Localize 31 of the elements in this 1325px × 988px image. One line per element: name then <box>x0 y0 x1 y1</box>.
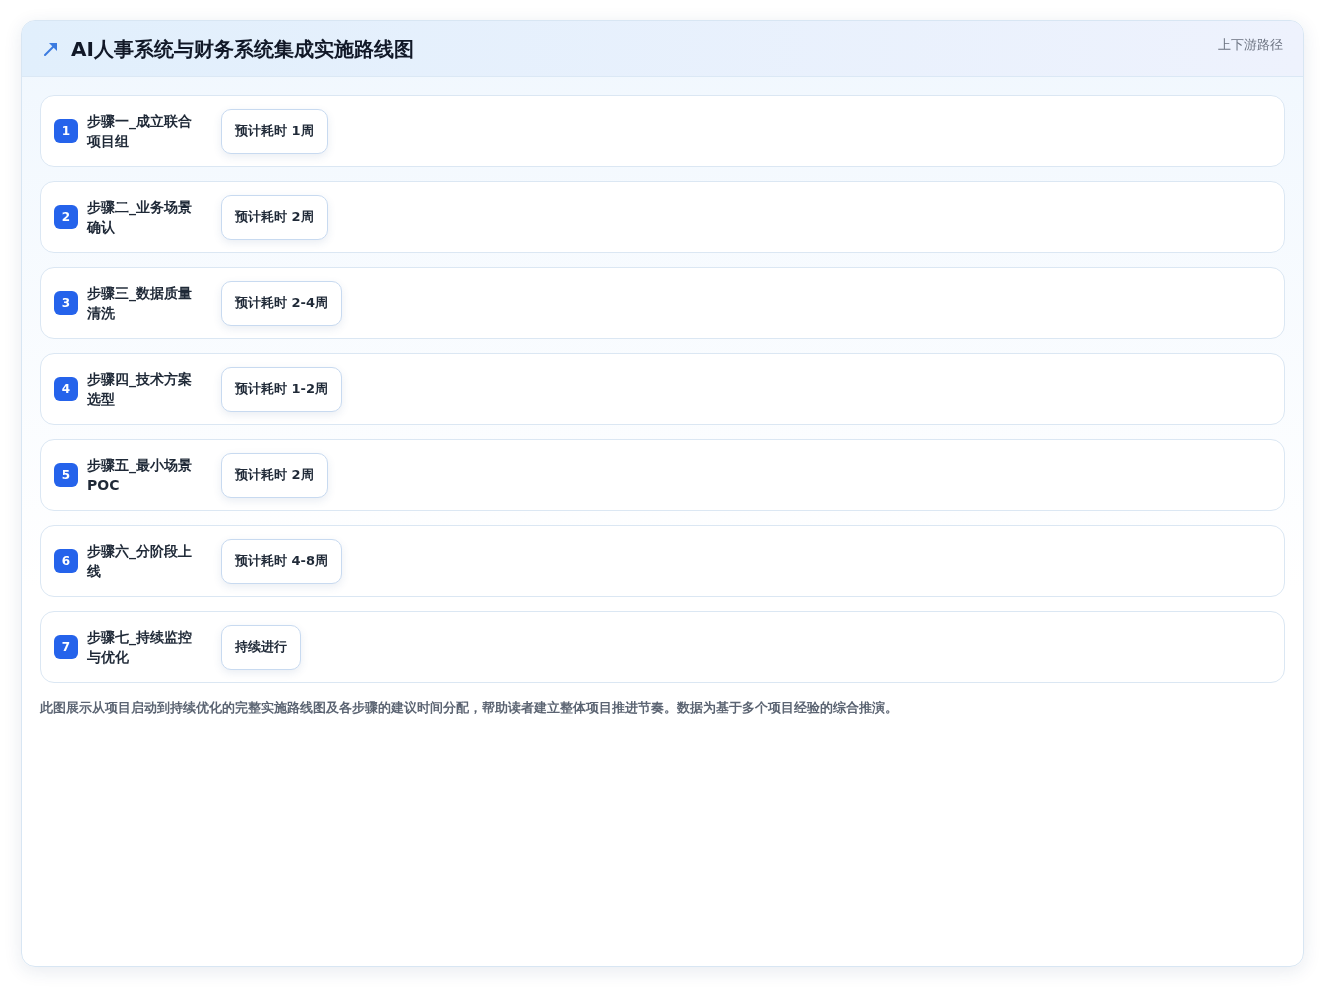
number-badge: 2 <box>54 205 78 229</box>
duration-tag: 预计耗时 1-2周 <box>221 366 342 412</box>
duration-tag: 预计耗时 4-8周 <box>221 538 342 584</box>
number-badge: 7 <box>54 635 78 659</box>
step-row <box>40 95 1285 167</box>
number-badge: 3 <box>54 291 78 315</box>
caption-text: 此图展示从项目启动到持续优化的完整实施路线图及各步骤的建议时间分配，帮助读者建立整体项目推进节奏。数据为基于多个项目经验的综合推演。 <box>40 699 899 717</box>
diagram-title: AI人事系统与财务系统集成实施路线图 <box>71 36 414 62</box>
duration-tag: 预计耗时 2周 <box>221 194 328 240</box>
duration-tag: 预计耗时 2周 <box>221 452 328 498</box>
step-title: 步骤三_数据质量清洗 <box>87 284 193 323</box>
step-row <box>40 181 1285 253</box>
step-row <box>40 267 1285 339</box>
step-title: 步骤四_技术方案选型 <box>87 370 193 409</box>
number-badge: 4 <box>54 377 78 401</box>
step-title: 步骤五_最小场景POC <box>87 456 193 495</box>
step-row <box>40 611 1285 683</box>
step-row <box>40 525 1285 597</box>
number-badge: 5 <box>54 463 78 487</box>
step-row <box>40 353 1285 425</box>
step-title: 步骤二_业务场景确认 <box>87 198 193 237</box>
step-row <box>40 439 1285 511</box>
header-label: 上下游路径 <box>1218 36 1283 54</box>
step-title: 步骤六_分阶段上线 <box>87 542 193 581</box>
duration-tag: 持续进行 <box>221 624 301 670</box>
number-badge: 1 <box>54 119 78 143</box>
step-title: 步骤七_持续监控与优化 <box>87 628 193 667</box>
number-badge: 6 <box>54 549 78 573</box>
duration-tag: 预计耗时 1周 <box>221 108 328 154</box>
duration-tag: 预计耗时 2-4周 <box>221 280 342 326</box>
step-title: 步骤一_成立联合项目组 <box>87 112 193 151</box>
